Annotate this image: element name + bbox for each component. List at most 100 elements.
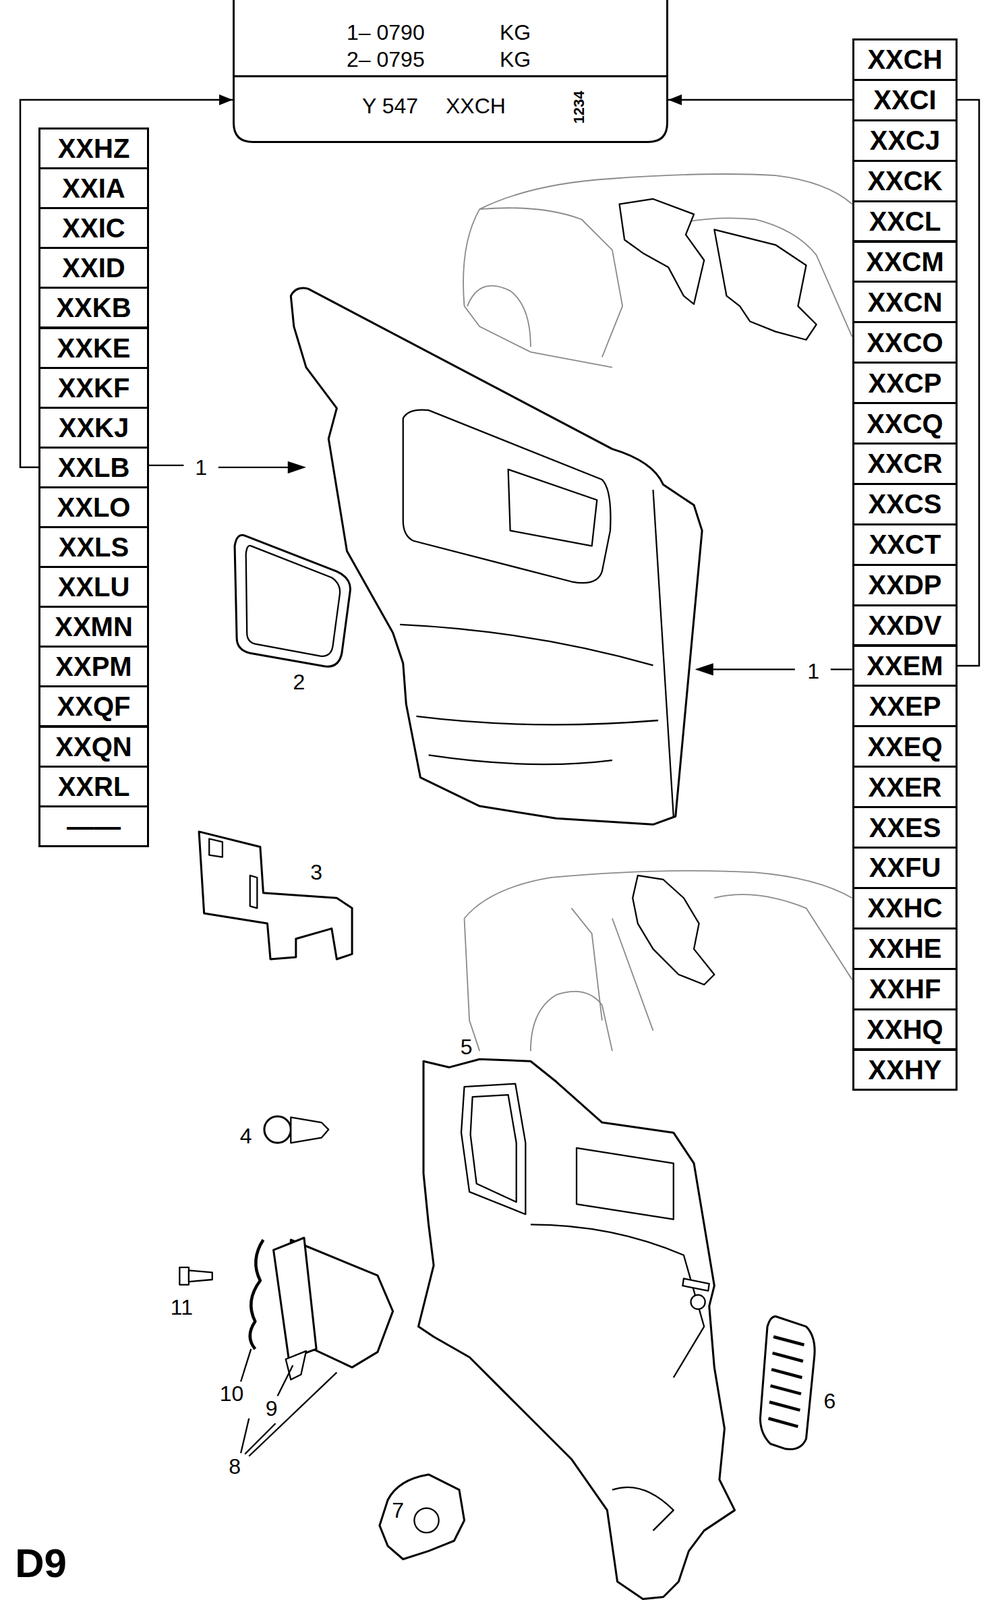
code-cell: XXMN <box>38 605 150 648</box>
code-cell: XXPM <box>38 645 150 688</box>
code-cell: XXES <box>852 805 958 849</box>
code-text: XXES <box>869 813 942 841</box>
order-text: KG <box>499 21 531 44</box>
code-text: XXRL <box>57 772 131 800</box>
code-text: XXLS <box>58 533 129 561</box>
code-text: XXHQ <box>866 1015 943 1043</box>
box-outline <box>232 0 669 143</box>
code-cell: XXEM <box>852 644 958 688</box>
code-cell: XXEQ <box>852 724 958 768</box>
code-text: XXEP <box>869 692 942 720</box>
code-text: XXCH <box>867 45 943 73</box>
code-text: XXKE <box>57 334 131 362</box>
code-text: XXKB <box>55 294 131 321</box>
code-cell: XXHF <box>852 967 958 1011</box>
page-code: D9 <box>12 1542 69 1584</box>
code-text: XXCJ <box>869 126 941 154</box>
code-cell: XXER <box>852 765 958 808</box>
arrowhead <box>668 94 682 106</box>
code-text: XXFU <box>869 853 942 881</box>
code-cell: XXHQ <box>852 1008 958 1051</box>
callout-number: 10 <box>217 1382 247 1404</box>
callout-number: 7 <box>389 1499 406 1521</box>
box-divider <box>232 75 669 78</box>
code-cell: XXQF <box>38 685 150 727</box>
code-cell: XXCK <box>852 159 958 203</box>
order-text: KG <box>499 48 531 71</box>
code-cell: XXKJ <box>38 406 150 449</box>
code-cell: XXCS <box>852 482 958 526</box>
callout-number: 1 <box>805 660 822 682</box>
code-text: XXQN <box>55 732 132 760</box>
code-text: XXDP <box>868 571 943 599</box>
code-cell: XXKE <box>38 327 150 369</box>
code-cell: XXCM <box>852 240 958 284</box>
code-cell: XXLO <box>38 486 150 528</box>
code-text: XXCS <box>868 490 943 518</box>
code-cell: XXID <box>38 246 150 289</box>
code-text: XXCI <box>873 86 936 114</box>
callout-number: 6 <box>821 1389 838 1412</box>
code-cell: —— <box>38 805 150 847</box>
callout-number: 8 <box>226 1455 243 1477</box>
code-cell: XXCR <box>852 442 958 485</box>
code-text: XXIC <box>62 214 125 242</box>
code-text: XXLO <box>57 493 131 521</box>
code-text: XXHC <box>867 894 943 922</box>
code-cell: XXLS <box>38 525 150 568</box>
leader-arrowheads <box>287 461 714 676</box>
code-text: XXPM <box>55 652 132 680</box>
order-text: 1– 0790 <box>346 21 425 44</box>
callout-number: 5 <box>458 1035 475 1058</box>
code-text: XXQF <box>57 692 131 720</box>
code-text: XXID <box>62 254 125 282</box>
leader-lines <box>149 465 853 1456</box>
code-cell: XXKB <box>38 286 150 329</box>
code-cell: XXLU <box>38 565 150 608</box>
code-cell: XXCO <box>852 320 958 364</box>
code-cell: XXDP <box>852 563 958 607</box>
order-info-box: 1– 0790KG2– 0795KGY 547XXCH1234 <box>232 0 669 143</box>
code-text: XXEQ <box>867 732 943 760</box>
code-text: XXHY <box>868 1055 943 1083</box>
callout-number: 1 <box>192 456 210 479</box>
code-cell: XXCJ <box>852 119 958 162</box>
part-drawings <box>179 198 816 1599</box>
code-cell: XXCQ <box>852 401 958 445</box>
code-cell: XXFU <box>852 846 958 889</box>
code-text: XXIA <box>62 174 125 202</box>
code-text: XXCQ <box>866 409 943 437</box>
code-text: XXCP <box>868 369 943 397</box>
connector-line <box>668 99 980 666</box>
code-cell: XXLB <box>38 446 150 489</box>
code-cell: XXDV <box>852 604 958 647</box>
connector-arrow <box>668 94 980 666</box>
batch-code: 1234 <box>571 91 587 125</box>
code-text: XXKJ <box>58 414 130 442</box>
connector-arrow <box>20 94 233 468</box>
code-cell: XXIC <box>38 207 150 249</box>
code-text: XXER <box>868 773 943 801</box>
code-text: XXLU <box>57 573 131 601</box>
box-border <box>233 0 668 143</box>
code-cell: XXEP <box>852 684 958 727</box>
code-text: XXMN <box>54 612 133 640</box>
order-text: 2– 0795 <box>346 48 425 71</box>
code-text: XXCR <box>867 449 943 477</box>
code-cell: XXHC <box>852 886 958 930</box>
callout-number: 3 <box>308 861 325 883</box>
code-cell: XXIA <box>38 167 150 210</box>
callout-number: 11 <box>168 1296 195 1318</box>
code-text: XXKF <box>57 374 131 402</box>
code-text: —— <box>66 812 121 840</box>
arrowhead <box>219 94 233 106</box>
code-text: XXCL <box>869 207 942 235</box>
code-text: XXCN <box>867 288 943 316</box>
code-text: XXCT <box>869 530 942 558</box>
code-text: XXLB <box>57 453 131 481</box>
code-cell: XXCT <box>852 523 958 566</box>
code-cell: XXKF <box>38 366 150 409</box>
code-cell: XXRL <box>38 765 150 808</box>
